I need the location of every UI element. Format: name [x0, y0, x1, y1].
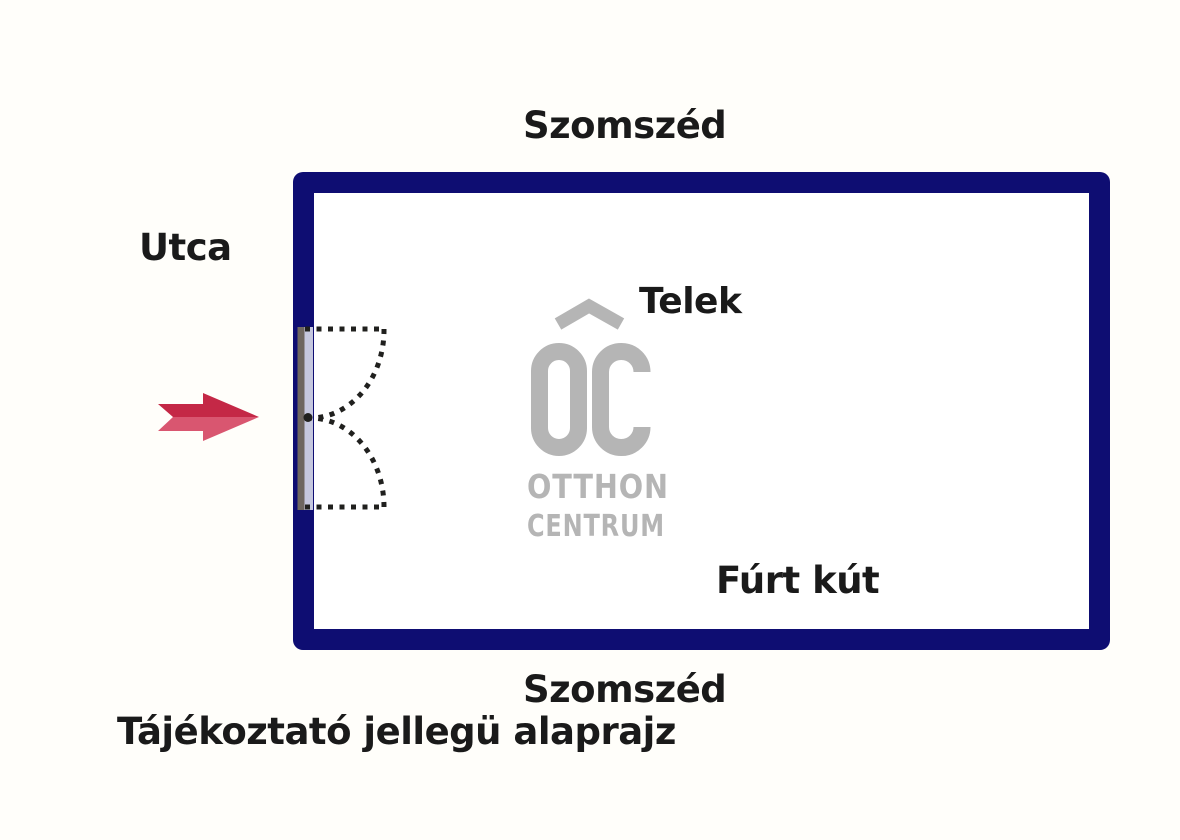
label-neighbor-bottom: Szomszéd: [523, 668, 727, 711]
oc-logo-roof-chevron: [554, 298, 625, 330]
oc-logo-otthon-text: OTTHON: [527, 467, 669, 506]
oc-logo-letter-o: [531, 343, 587, 456]
gate-frame-dark: [297, 327, 305, 510]
gate-hinge-dot: [303, 413, 313, 422]
label-street: Utca: [139, 226, 232, 269]
entrance-arrow-bottom: [158, 417, 259, 441]
oc-logo-icon: [531, 298, 651, 456]
gate-swing-dashes: [305, 326, 387, 510]
entrance-arrow-top: [158, 393, 259, 417]
gate: [297, 326, 387, 510]
label-plot: Telek: [639, 281, 742, 322]
oc-logo-centrum-text: CENTRUM: [527, 509, 665, 544]
plot-boundary: [293, 172, 1110, 650]
label-neighbor-top: Szomszéd: [523, 104, 727, 147]
label-drilled-well: Fúrt kút: [716, 559, 880, 602]
entrance-arrow-icon: [158, 393, 259, 441]
label-disclaimer: Tájékoztató jellegü alaprajz: [117, 710, 676, 753]
oc-logo-letter-c: [592, 343, 651, 456]
